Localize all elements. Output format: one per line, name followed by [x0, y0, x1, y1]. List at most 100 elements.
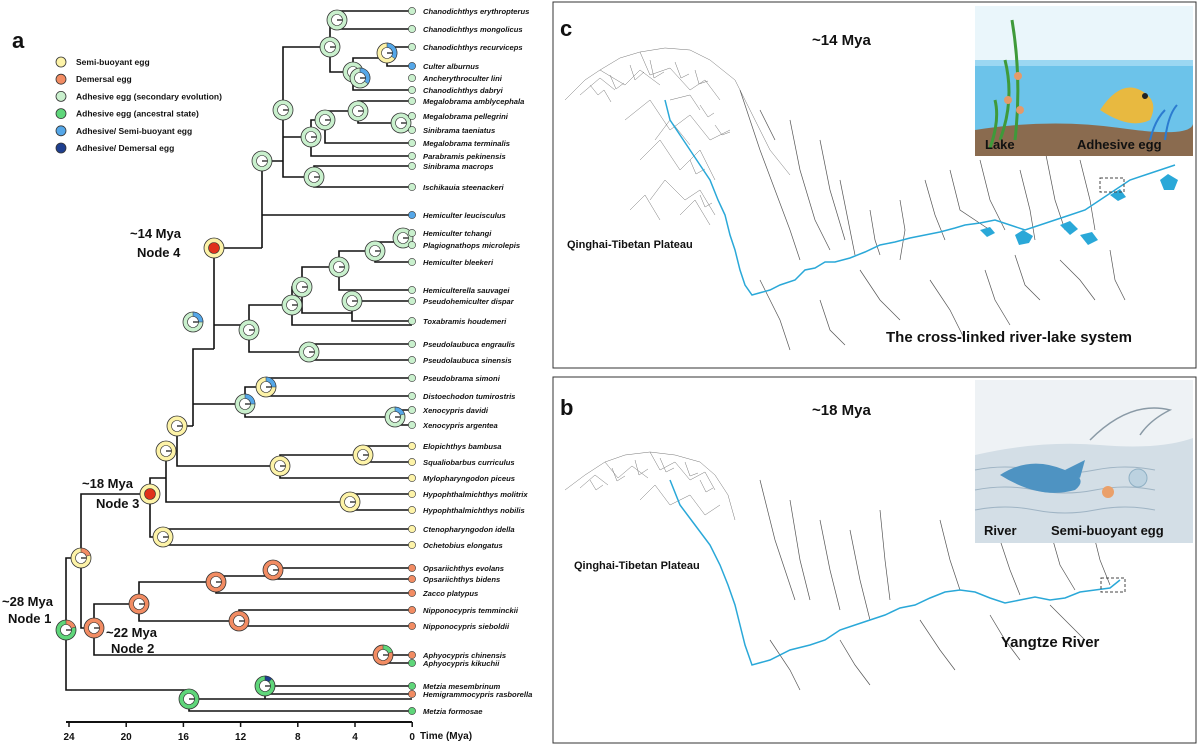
- node-pie: [384, 406, 406, 428]
- node-pie: [352, 444, 374, 466]
- tip-state-dot: [408, 374, 416, 382]
- species-tips: Chanodichthys erythropterusChanodichthys…: [408, 7, 532, 716]
- inset-c-left-label: Lake: [985, 137, 1015, 152]
- node4-name: Node 4: [137, 245, 181, 260]
- tip-state-dot: [408, 340, 416, 348]
- node-pie: [55, 619, 77, 641]
- panel-c-age: ~14 Mya: [812, 32, 871, 49]
- species-label: Squaliobarbus curriculus: [423, 458, 515, 467]
- panel-b-plateau: Qinghai-Tibetan Plateau: [574, 560, 700, 572]
- node-pie: [326, 9, 348, 31]
- species-label: Aphyocypris kikuchii: [422, 659, 500, 668]
- species-label: Mylopharyngodon piceus: [423, 474, 515, 483]
- node-pie: [303, 166, 325, 188]
- species-label: Metzia formosae: [423, 707, 483, 716]
- plateau-mountains-b: [564, 451, 736, 521]
- node-pie: [228, 610, 250, 632]
- lake-inset: Lake Adhesive egg: [975, 6, 1193, 156]
- species-label: Pseudolaubuca sinensis: [423, 356, 512, 365]
- tip-state-dot: [408, 690, 416, 698]
- node-pie: [182, 311, 204, 333]
- species-label: Zacco platypus: [422, 589, 478, 598]
- tip-state-dot: [408, 651, 416, 659]
- species-label: Ochetobius elongatus: [423, 541, 503, 550]
- tip-state-dot: [408, 152, 416, 160]
- tip-state-dot: [408, 126, 416, 134]
- panel-c-label: c: [560, 16, 572, 41]
- species-label: Opsariichthys bidens: [423, 575, 500, 584]
- tip-state-dot: [408, 258, 416, 266]
- species-label: Nipponocypris temminckii: [423, 606, 519, 615]
- tip-state-dot: [408, 97, 416, 105]
- species-label: Aphyocypris chinensis: [422, 651, 506, 660]
- tip-state-dot: [408, 458, 416, 466]
- panel-c-plateau: Qinghai-Tibetan Plateau: [567, 239, 693, 251]
- panel-a-label: a: [12, 28, 25, 53]
- species-label: Culter alburnus: [423, 62, 479, 71]
- node3-name: Node 3: [96, 496, 139, 511]
- node-pie: [178, 688, 200, 710]
- species-label: Plagiognathops microlepis: [423, 241, 520, 250]
- node-pie: [291, 276, 313, 298]
- species-label: Ancherythroculter lini: [422, 74, 503, 83]
- species-label: Hemiculterella sauvagei: [423, 286, 510, 295]
- species-label: Opsariichthys evolans: [423, 564, 504, 573]
- tip-state-dot: [408, 211, 416, 219]
- legend-item: Adhesive egg (ancestral state): [76, 109, 199, 119]
- species-label: Sinibrama taeniatus: [423, 126, 495, 135]
- axis-tick-label: 20: [121, 732, 133, 743]
- node-pie: [314, 109, 336, 131]
- node-pie: [139, 483, 161, 505]
- axis-tick-label: 0: [409, 732, 415, 743]
- node-pie: [128, 593, 150, 615]
- node-pie: [255, 376, 277, 398]
- tributaries-c: [739, 89, 1126, 351]
- node-pie: [152, 526, 174, 548]
- species-label: Xenocypris davidi: [422, 406, 489, 415]
- node-pie: [155, 440, 177, 462]
- tip-state-dot: [408, 525, 416, 533]
- species-label: Ctenopharyngodon idella: [423, 525, 515, 534]
- node-pie: [298, 341, 320, 363]
- tip-state-dot: [408, 183, 416, 191]
- node-pie: [390, 112, 412, 134]
- tributaries-b: [759, 479, 1111, 691]
- species-label: Pseudolaubuca engraulis: [423, 340, 515, 349]
- node-pie: [376, 42, 398, 64]
- legend-swatch: [55, 142, 67, 154]
- legend-swatch: [55, 125, 67, 137]
- node-pie: [166, 415, 188, 437]
- species-label: Ischikauia steenackeri: [423, 183, 505, 192]
- species-label: Toxabramis houdemeri: [423, 317, 507, 326]
- node-pie: [372, 644, 394, 666]
- species-label: Xenocypris argentea: [422, 421, 498, 430]
- node-pie: [238, 319, 260, 341]
- species-label: Metzia mesembrinum: [423, 682, 500, 691]
- node-pie: [339, 491, 361, 513]
- node-pie: [319, 36, 341, 58]
- axis-tick-label: 16: [178, 732, 190, 743]
- legend-swatch: [55, 73, 67, 85]
- tip-state-dot: [408, 317, 416, 325]
- legend-swatch: [55, 56, 67, 68]
- axis-tick-label: 8: [295, 732, 301, 743]
- plateau-mountains-c: [564, 47, 791, 226]
- node1-age: ~28 Mya: [2, 594, 54, 609]
- legend-item: Adhesive/ Demersal egg: [76, 143, 174, 153]
- node-pie: [347, 100, 369, 122]
- species-label: Parabramis pekinensis: [423, 152, 506, 161]
- node-pie: [364, 240, 386, 262]
- ancestral-state-nodes: [55, 9, 414, 710]
- tip-state-dot: [408, 7, 416, 15]
- legend-item: Adhesive/ Semi-buoyant egg: [76, 126, 192, 136]
- node-pie: [349, 67, 371, 89]
- node4-age: ~14 Mya: [130, 226, 182, 241]
- panel-c: c ~14 Mya Qinghai-Tibetan Plateau The cr…: [552, 1, 1197, 369]
- species-label: Hemiculter leucisculus: [423, 211, 506, 220]
- tip-state-dot: [408, 575, 416, 583]
- node-pie: [262, 559, 284, 581]
